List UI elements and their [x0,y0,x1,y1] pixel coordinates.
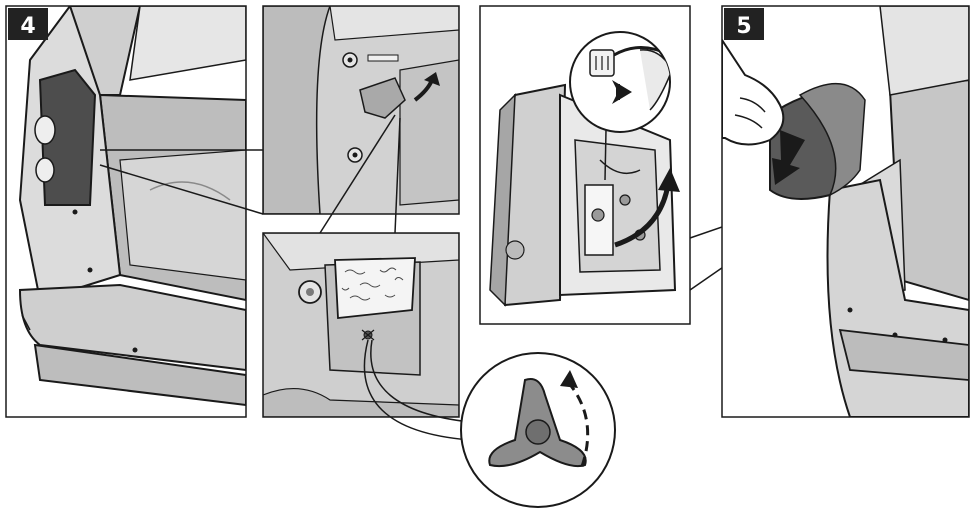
connector-detail [569,31,671,133]
foam-texture [341,267,404,301]
panel-step-5-rear-view [722,6,969,417]
push-out-arrow-icon [772,130,805,185]
callout-line [319,114,396,234]
callout-line [394,117,401,234]
step-5-label: 5 [736,14,751,39]
panel-zoom-trim-flap [263,6,459,214]
callout-line [604,129,607,181]
panel-zoom-fixing-nut [263,233,459,417]
hand-illustration [722,38,785,146]
callout-line [99,164,264,215]
step-5-badge: 5 [724,8,764,40]
callout-curve [363,339,471,441]
step-4-label: 4 [20,14,35,39]
step-4-badge: 4 [8,8,48,40]
pull-arrow-icon [614,184,671,248]
wing-nut-detail [460,352,616,508]
panel-step-4-rear-view [6,6,246,417]
rotate-dashed-arrow-icon [566,381,590,473]
